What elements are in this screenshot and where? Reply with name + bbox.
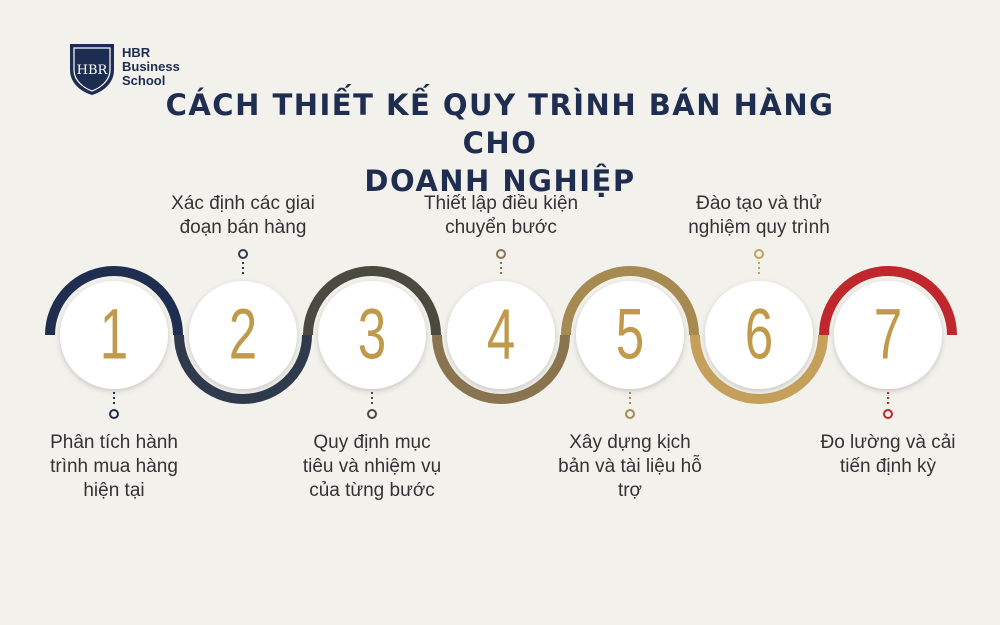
- step-3: 3: [303, 266, 441, 419]
- brand-line-3: School: [122, 73, 166, 88]
- step-connector-dot: [754, 249, 764, 259]
- step-circle: [189, 281, 297, 389]
- step-ring-arc: [303, 266, 441, 336]
- step-1: 1: [45, 266, 183, 419]
- step-connector-dot: [496, 249, 506, 259]
- step-connector-dot: [367, 409, 377, 419]
- page-title: CÁCH THIẾT KẾ QUY TRÌNH BÁN HÀNG CHO DOA…: [150, 86, 850, 200]
- step-connector-dot: [109, 409, 119, 419]
- step-6-label: Đào tạo và thử nghiệm quy trình: [688, 193, 830, 238]
- brand-logo: HBR HBR Business School: [66, 40, 206, 100]
- step-circle: [834, 281, 942, 389]
- step-6: 6: [690, 249, 828, 404]
- brand-line-1: HBR: [122, 45, 151, 60]
- step-4-label: Thiết lập điều kiện chuyển bước: [423, 193, 579, 238]
- step-circle: [576, 281, 684, 389]
- shield-icon: HBR: [70, 44, 114, 95]
- brand-line-2: Business: [122, 59, 180, 74]
- step-ring-arc: [819, 266, 957, 336]
- step-circle: [60, 281, 168, 389]
- step-ring-arc: [45, 266, 183, 336]
- step-circle: [447, 281, 555, 389]
- step-number: 5: [616, 295, 644, 374]
- step-2-label: Xác định các giai đoạn bán hàng: [171, 193, 315, 238]
- step-connector-dot: [883, 409, 893, 419]
- step-7-label: Đo lường và cải tiến định kỳ: [820, 432, 956, 477]
- step-number: 6: [745, 295, 773, 374]
- step-1-label: Phân tích hành trình mua hàng hiện tại: [50, 432, 178, 501]
- step-ring-arc: [174, 334, 312, 404]
- step-ring-arc: [561, 266, 699, 336]
- step-number: 1: [100, 295, 128, 374]
- title-line-2: DOANH NGHIỆP: [364, 164, 636, 198]
- step-circle: [318, 281, 426, 389]
- brand-name: HBR Business School: [122, 46, 180, 88]
- step-5: 5: [561, 266, 699, 419]
- step-number: 4: [487, 295, 515, 374]
- title-line-1: CÁCH THIẾT KẾ QUY TRÌNH BÁN HÀNG CHO: [165, 88, 835, 160]
- step-number: 2: [229, 295, 257, 374]
- step-number: 7: [874, 295, 902, 374]
- logo-monogram: HBR: [77, 63, 109, 78]
- step-connector-dot: [238, 249, 248, 259]
- step-number: 3: [358, 295, 386, 374]
- step-5-label: Xây dựng kịch bản và tài liệu hỗ trợ: [558, 432, 702, 501]
- step-ring-arc: [432, 334, 570, 404]
- step-7: 7: [819, 266, 957, 419]
- step-3-label: Quy định mục tiêu và nhiệm vụ của từng b…: [302, 432, 442, 501]
- step-connector-dot: [625, 409, 635, 419]
- step-ring-arc: [690, 334, 828, 404]
- step-circle: [705, 281, 813, 389]
- step-2: 2: [174, 249, 312, 404]
- step-4: 4: [432, 249, 570, 404]
